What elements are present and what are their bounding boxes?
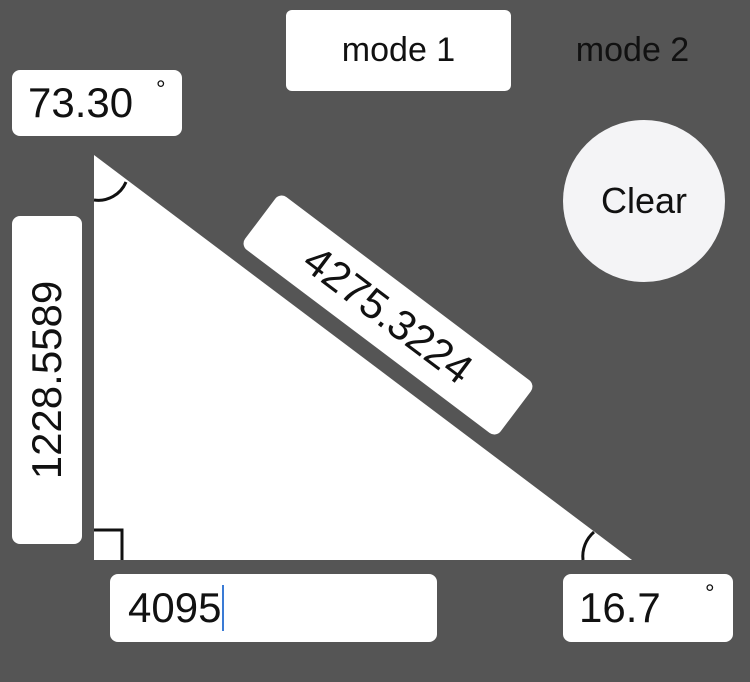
- right-angle-marker: [94, 528, 124, 560]
- vertical-side-field[interactable]: 1228.5589: [12, 216, 82, 544]
- base-side-input[interactable]: 4095: [110, 574, 437, 642]
- right-triangle: [94, 155, 632, 560]
- degree-symbol: °: [156, 76, 166, 103]
- bottom-angle-field[interactable]: 16.7 °: [563, 574, 733, 642]
- top-angle-field[interactable]: 73.30 °: [12, 70, 182, 136]
- clear-label: Clear: [600, 180, 688, 221]
- mode-2-label: mode 2: [575, 31, 690, 69]
- bottom-angle-arc: [581, 530, 596, 561]
- mode-1-button[interactable]: mode 1: [286, 10, 511, 91]
- vertical-side-value: 1228.5589: [23, 280, 70, 480]
- degree-symbol: °: [705, 580, 715, 607]
- text-cursor: [222, 585, 225, 631]
- top-angle-value: 73.30: [28, 79, 134, 126]
- top-angle-arc: [93, 181, 128, 202]
- mode-2-button[interactable]: mode 2: [520, 10, 745, 91]
- bottom-angle-value: 16.7: [579, 584, 661, 631]
- clear-button[interactable]: Clear: [563, 120, 725, 282]
- base-side-value: 4095: [128, 584, 222, 631]
- mode-1-label: mode 1: [341, 31, 456, 69]
